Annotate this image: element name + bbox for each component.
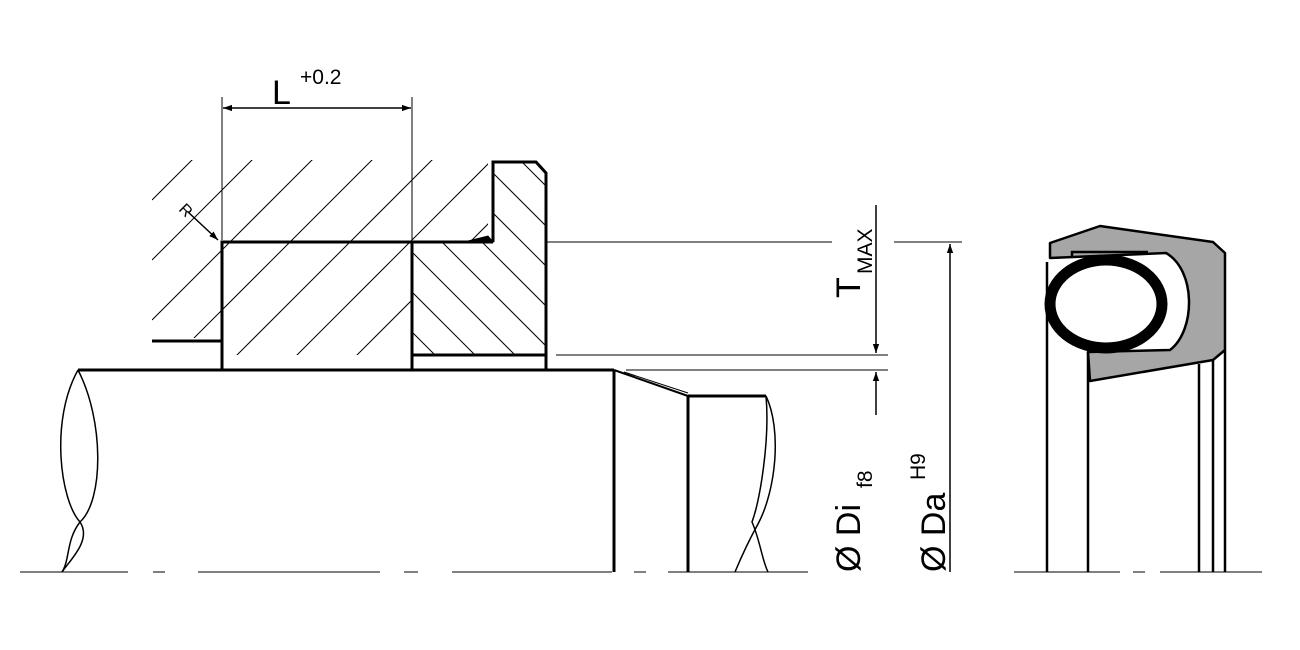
extension-lines (221, 97, 962, 371)
length-label: L (272, 74, 291, 112)
ring-corner-fillet (463, 235, 495, 243)
groove-outline (152, 240, 548, 370)
outer-diameter-tolerance: H9 (907, 453, 930, 480)
length-tolerance: +0.2 (300, 66, 341, 89)
radius-leader (187, 211, 219, 241)
shaft (60, 368, 616, 573)
inner-diameter-label: Ø Di (830, 504, 868, 572)
gap-label: T (830, 277, 868, 298)
inner-diameter-tolerance: f8 (854, 470, 877, 488)
seal-view-lines (1045, 262, 1227, 572)
seal-inner-lip (1070, 250, 1148, 258)
ring-hatching (412, 162, 546, 355)
gap-subscript: MAX (854, 228, 877, 274)
retaining-ring-outline (491, 160, 548, 355)
o-ring (1044, 254, 1168, 354)
seal-cross-section (1044, 224, 1227, 572)
radius-label: R (175, 201, 195, 221)
outer-diameter-label: Ø Da (915, 493, 953, 572)
shaft-chamfer-section (613, 369, 777, 573)
